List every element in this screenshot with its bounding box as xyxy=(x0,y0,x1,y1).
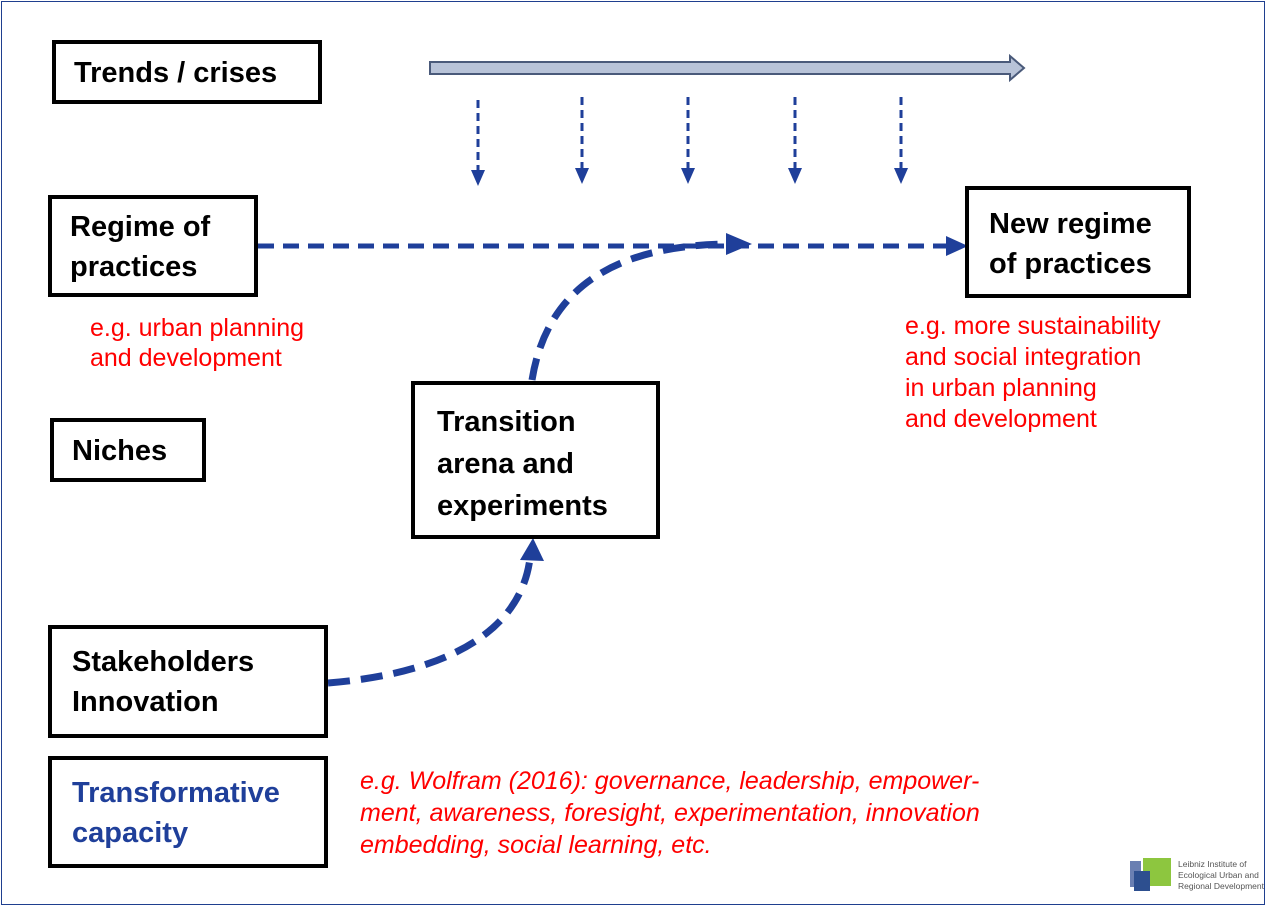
pressure-arrows xyxy=(476,97,903,172)
regime-example-line-1: e.g. urban planning xyxy=(90,314,305,342)
stakeholders-to-transition-tip xyxy=(520,538,544,561)
regime-line-tip xyxy=(946,236,968,256)
capacity-example-line-1: e.g. Wolfram (2016): governance, leaders… xyxy=(360,767,980,795)
capacity-example-line-3: embedding, social learning, etc. xyxy=(360,831,712,859)
transformative-capacity-box: Transformative capacity xyxy=(48,756,328,868)
stakeholders-label-line-2: Innovation xyxy=(72,686,219,718)
stakeholders-label-line-1: Stakeholders xyxy=(72,646,255,678)
new-regime-example-line-2: and social integration xyxy=(905,343,1142,371)
pressure-tip-5 xyxy=(894,168,908,184)
regime-example-line-2: and development xyxy=(90,344,282,372)
trend-arrow xyxy=(429,53,1026,83)
pressure-tip-4 xyxy=(788,168,802,184)
new-regime-label-line-2: of practices xyxy=(989,248,1152,280)
logo-line-3: Regional Development xyxy=(1178,881,1264,891)
logo-text: Leibniz Institute of Ecological Urban an… xyxy=(1178,859,1264,892)
pressure-tip-1 xyxy=(471,170,485,186)
transition-label-line-2: arena and xyxy=(437,448,574,480)
niches-box: Niches xyxy=(50,418,206,482)
pressure-tip-3 xyxy=(681,168,695,184)
regime-box: Regime of practices xyxy=(48,195,258,297)
logo-line-1: Leibniz Institute of xyxy=(1178,859,1247,869)
capacity-example-note: e.g. Wolfram (2016): governance, leaders… xyxy=(360,765,980,861)
capacity-label-line-2: capacity xyxy=(72,817,189,849)
new-regime-label-line-1: New regime xyxy=(989,208,1152,240)
transition-arena-box: Transition arena and experiments xyxy=(411,381,660,539)
new-regime-example-line-4: and development xyxy=(905,405,1097,433)
transition-to-regime-tip xyxy=(726,233,752,255)
capacity-label-line-1: Transformative xyxy=(72,777,280,809)
trends-crises-label: Trends / crises xyxy=(74,57,278,89)
transition-label-line-1: Transition xyxy=(437,406,576,438)
new-regime-example-line-3: in urban planning xyxy=(905,374,1097,402)
stakeholders-box: Stakeholders Innovation xyxy=(48,625,328,738)
logo-line-2: Ecological Urban and xyxy=(1178,870,1259,880)
niches-label: Niches xyxy=(72,435,168,467)
stakeholders-to-transition-curve xyxy=(327,557,534,687)
trends-crises-box: Trends / crises xyxy=(52,40,322,104)
leibniz-logo-icon xyxy=(1130,857,1173,891)
capacity-example-line-2: ment, awareness, foresight, experimentat… xyxy=(360,799,980,827)
transition-to-regime-curve xyxy=(528,240,731,381)
regime-label-line-1: Regime of xyxy=(70,211,211,243)
regime-label-line-2: practices xyxy=(70,251,198,283)
new-regime-example-note: e.g. more sustainability and social inte… xyxy=(905,311,1161,435)
new-regime-example-line-1: e.g. more sustainability xyxy=(905,312,1161,340)
transition-label-line-3: experiments xyxy=(437,490,608,522)
pressure-tip-2 xyxy=(575,168,589,184)
new-regime-box: New regime of practices xyxy=(965,186,1191,298)
regime-example-note: e.g. urban planning and development xyxy=(90,313,304,373)
